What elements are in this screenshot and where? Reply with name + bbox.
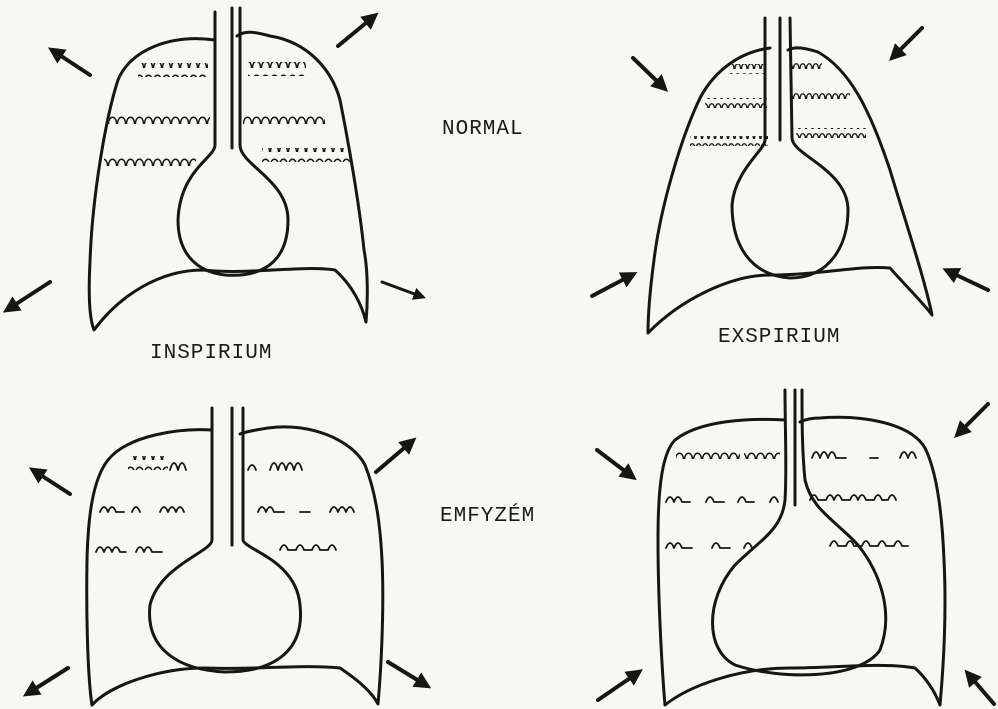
thorax-outline — [658, 417, 945, 705]
arrow-inward — [598, 674, 636, 700]
alveoli-row — [676, 447, 740, 459]
arrow-outward — [10, 282, 50, 308]
label-normal: NORMAL — [442, 118, 524, 141]
arrow-inward — [895, 28, 922, 55]
arrow-outward — [388, 662, 424, 684]
alveoli-row — [104, 152, 196, 166]
alveoli-row — [730, 64, 766, 74]
arrow-outward — [30, 668, 68, 692]
alveoli-row — [705, 98, 767, 108]
alveoli-squiggle — [812, 452, 916, 458]
alveoli-row — [128, 456, 168, 470]
alveoli-row — [138, 63, 208, 77]
arrow-inward — [960, 404, 988, 432]
alveoli-row — [243, 111, 325, 125]
alveoli-row — [790, 93, 850, 103]
trachea-left-wall — [713, 390, 886, 675]
arrow-inward — [597, 450, 630, 475]
alveoli-row — [690, 136, 768, 146]
arrow-outward — [338, 18, 372, 46]
label-inspirium: INSPIRIUM — [150, 342, 272, 365]
alveoli-squiggle — [170, 463, 302, 470]
arrow-inward — [592, 276, 630, 296]
alveoli-row — [108, 112, 210, 126]
trachea-left-wall — [732, 18, 848, 278]
label-emfyzem: EMFYZÉM — [440, 505, 535, 528]
arrow-outward — [55, 52, 90, 75]
arrow-outward — [376, 443, 410, 472]
panel-emphysema-exspirium — [597, 390, 994, 705]
alveoli-row — [796, 128, 866, 138]
alveoli-squiggle — [666, 495, 896, 502]
arrow-inward — [970, 676, 994, 704]
arrow-inward — [633, 58, 662, 86]
arrow-outward — [36, 472, 70, 494]
alveoli-squiggle — [100, 507, 354, 512]
thorax-outline — [89, 32, 367, 330]
alveoli-row — [262, 148, 350, 162]
alveoli-squiggle — [96, 545, 336, 552]
panel-normal-exspirium — [592, 18, 988, 333]
alveoli-row — [792, 62, 822, 72]
alveoli-row — [744, 447, 780, 459]
trachea-left-wall — [150, 408, 301, 672]
alveoli-row — [248, 62, 306, 76]
alveoli-squiggle — [666, 541, 908, 548]
label-exspirium: EXSPIRIUM — [718, 326, 840, 349]
arrow-outward — [382, 282, 420, 296]
panel-emphysema-inspirium — [30, 408, 424, 705]
arrow-inward — [950, 272, 988, 290]
panel-normal-inspirium — [10, 8, 420, 330]
